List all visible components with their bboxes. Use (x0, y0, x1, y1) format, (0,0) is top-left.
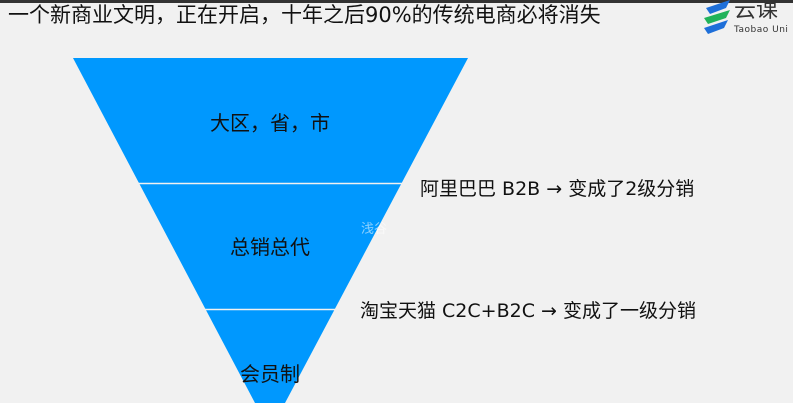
funnel-level-3: 会员制 (240, 362, 300, 386)
funnel-level-2: 总销总代 (230, 235, 310, 259)
note-taobao: 淘宝天猫 C2C+B2C → 变成了一级分销 (360, 300, 696, 322)
note-alibaba: 阿里巴巴 B2B → 变成了2级分销 (420, 178, 695, 200)
funnel-level-1: 大区，省，市 (210, 111, 330, 135)
taobao-university-logo (700, 0, 732, 40)
logo-subtitle: Taobao Uni (734, 25, 789, 35)
logo-icon (704, 0, 730, 34)
slide-title: 一个新商业文明，正在开启，十年之后90%的传统电商必将消失 (8, 3, 601, 27)
window-top-bar (0, 0, 793, 3)
funnel-triangle (73, 58, 468, 403)
watermark: 浅谷 (361, 222, 388, 237)
logo-text: 云课 (734, 0, 779, 23)
